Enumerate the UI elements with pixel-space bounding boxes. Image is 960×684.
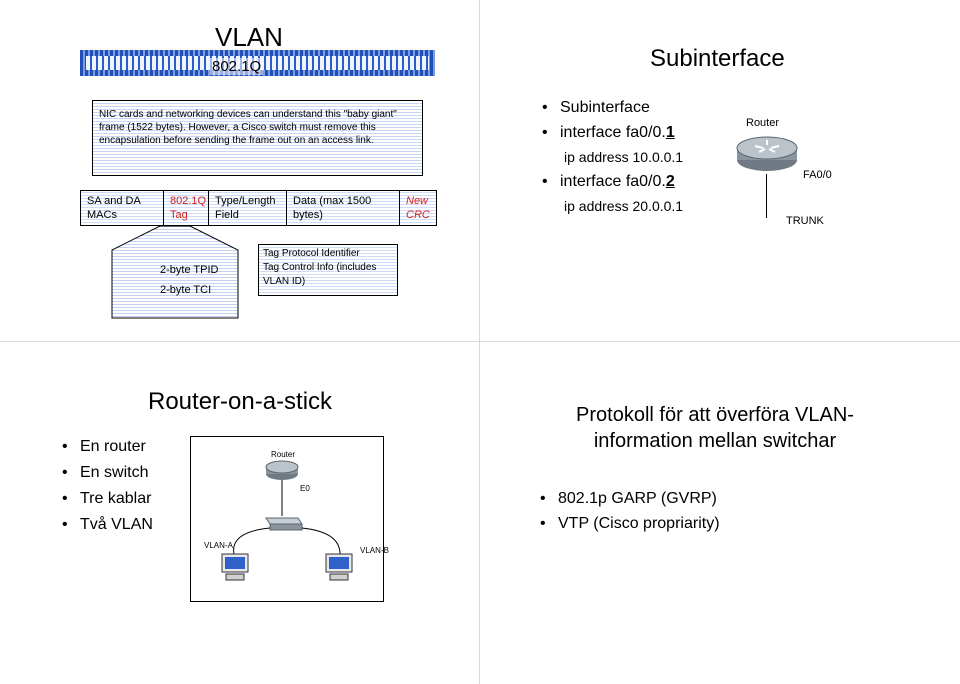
frame-type-length: Type/Length Field — [209, 191, 287, 225]
subinterface-number: 2 — [665, 173, 675, 190]
tag-info-line1: Tag Protocol Identifier — [263, 248, 360, 259]
slide-divider-horizontal — [0, 341, 960, 342]
frame-tag: 802.1Q Tag — [164, 191, 209, 225]
tag-expansion-shape — [111, 225, 239, 319]
slide-divider-vertical — [479, 0, 480, 684]
slide-subtitle: 802.1Q — [210, 58, 264, 75]
slide-title: Subinterface — [650, 45, 785, 72]
frame-data: Data (max 1500 bytes) — [287, 191, 400, 225]
subinterface-number: 1 — [665, 124, 675, 141]
list-item: 802.1p GARP (GVRP) — [538, 486, 720, 511]
vlan-a-label: VLAN-A — [204, 541, 233, 550]
interface-name: interface fa0/0. — [560, 173, 666, 190]
protocol-list: 802.1p GARP (GVRP) VTP (Cisco propriarit… — [538, 486, 720, 536]
list-item: Tre kablar — [60, 486, 153, 512]
list-item: En router — [60, 434, 153, 460]
vlan-b-label: VLAN-B — [360, 546, 389, 555]
router-label: Router — [746, 117, 780, 129]
list-item: Subinterface — [540, 95, 683, 120]
network-drawing — [221, 460, 353, 581]
slide-title: VLAN — [215, 22, 283, 52]
interface-name: interface fa0/0. — [560, 124, 666, 141]
port-label: FA0/0 — [803, 169, 832, 181]
frame-crc: New CRC — [406, 195, 430, 221]
trunk-link — [766, 174, 767, 218]
subinterface-list: Subinterface interface fa0/0.1 ip addres… — [540, 95, 683, 218]
trunk-label: TRUNK — [786, 215, 824, 227]
list-item: Två VLAN — [60, 512, 153, 538]
list-item: En switch — [60, 460, 153, 486]
tag-info-line2: Tag Control Info (includes VLAN ID) — [263, 262, 377, 287]
port-label: E0 — [300, 484, 310, 493]
frame-sa-da: SA and DA MACs — [81, 191, 164, 225]
router-icon — [736, 136, 798, 171]
tpid-label: 2-byte TPID — [160, 264, 219, 276]
network-diagram — [190, 436, 384, 602]
list-item: ip address 20.0.0.1 — [564, 198, 684, 214]
router-label: Router — [271, 450, 296, 459]
list-item: ip address 10.0.0.1 — [564, 149, 684, 165]
router-stick-list: En router En switch Tre kablar Två VLAN — [60, 434, 153, 538]
slide-title: Router-on-a-stick — [148, 388, 333, 415]
frame-diagram: SA and DA MACs 802.1Q Tag Type/Length Fi… — [80, 190, 437, 226]
slide-title: Protokoll för att överföra VLAN-informat… — [576, 404, 854, 452]
description-box: NIC cards and networking devices can und… — [92, 100, 423, 176]
list-item: interface fa0/0.1 — [540, 120, 683, 145]
list-item: VTP (Cisco propriarity) — [538, 511, 720, 536]
tci-label: 2-byte TCI — [160, 284, 212, 296]
tag-info-box: Tag Protocol Identifier Tag Control Info… — [258, 244, 398, 296]
list-item: interface fa0/0.2 — [540, 169, 683, 194]
